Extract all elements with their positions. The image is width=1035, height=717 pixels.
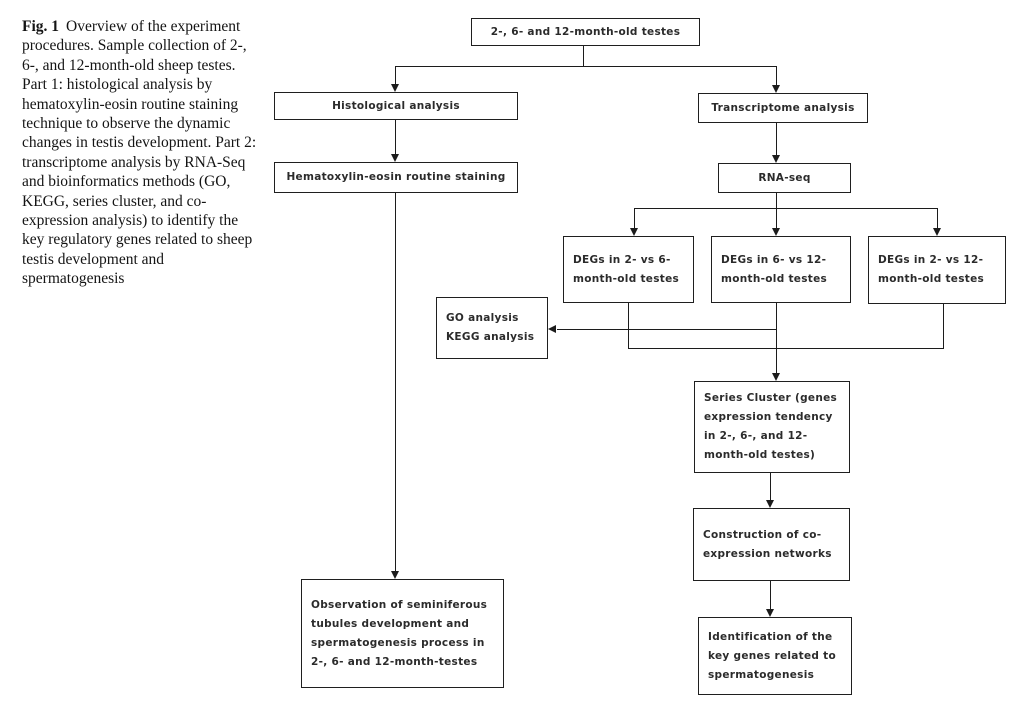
connector-rnaseq-to-deg-6-12 (775, 193, 777, 228)
flow-node-series-cluster: Series Cluster (genes expression tendenc… (694, 381, 850, 473)
connector-top-bus (394, 65, 776, 67)
arrow-head (771, 154, 780, 163)
connector-series-to-coexpression (769, 473, 771, 500)
flow-node-identification-key-genes: Identification of the key genes related … (698, 617, 852, 695)
figure-caption-text: Overview of the experiment procedures. S… (22, 18, 257, 288)
arrow-head (390, 153, 399, 162)
flow-node-testes: 2-, 6- and 12-month-old testes (471, 18, 700, 46)
arrow-head (932, 227, 941, 236)
connector-transcriptome-to-rnaseq (775, 123, 777, 155)
flow-node-degs-2-vs-12: DEGs in 2- vs 12- month-old testes (868, 236, 1006, 304)
connector-bus-to-transcriptome (775, 66, 777, 85)
connector-degs-to-series-cluster (775, 303, 777, 373)
arrow-head (771, 84, 780, 93)
flow-node-go-kegg-analysis: GO analysis KEGG analysis (436, 297, 548, 359)
connector-histological-to-hematoxylin (394, 120, 396, 154)
flow-node-transcriptome-analysis: Transcriptome analysis (698, 93, 868, 123)
connector-hematoxylin-to-observation (394, 193, 396, 571)
connector-degs-to-go-kegg (556, 328, 776, 330)
connector-deg-2-6-down (627, 303, 629, 349)
connector-lower-bus (627, 347, 944, 349)
arrow-head (765, 608, 774, 617)
arrow-head (629, 227, 638, 236)
flow-node-coexpression-networks: Construction of co- expression networks (693, 508, 850, 581)
arrow-head (390, 570, 399, 579)
arrow-head (771, 372, 780, 381)
connector-deg-2-12-down (942, 304, 944, 349)
flow-node-histological-analysis: Histological analysis (274, 92, 518, 120)
flow-node-observation: Observation of seminiferous tubules deve… (301, 579, 504, 688)
arrow-head (548, 324, 556, 333)
connector-bus-to-deg-2-12 (936, 208, 938, 228)
connector-testes-to-bus (582, 46, 584, 66)
flow-node-degs-6-vs-12: DEGs in 6- vs 12- month-old testes (711, 236, 851, 303)
connector-coexpression-to-identification (769, 581, 771, 609)
flow-node-hematoxylin-staining: Hematoxylin-eosin routine staining (274, 162, 518, 193)
flow-node-rna-seq: RNA-seq (718, 163, 851, 193)
arrow-head (765, 499, 774, 508)
connector-bus-to-histological (394, 66, 396, 84)
flow-node-degs-2-vs-6: DEGs in 2- vs 6- month-old testes (563, 236, 694, 303)
figure-label: Fig. 1 (22, 18, 60, 35)
arrow-head (771, 227, 780, 236)
connector-deg-bus (633, 207, 938, 209)
arrow-head (390, 83, 399, 92)
connector-bus-to-deg-2-6 (633, 208, 635, 228)
